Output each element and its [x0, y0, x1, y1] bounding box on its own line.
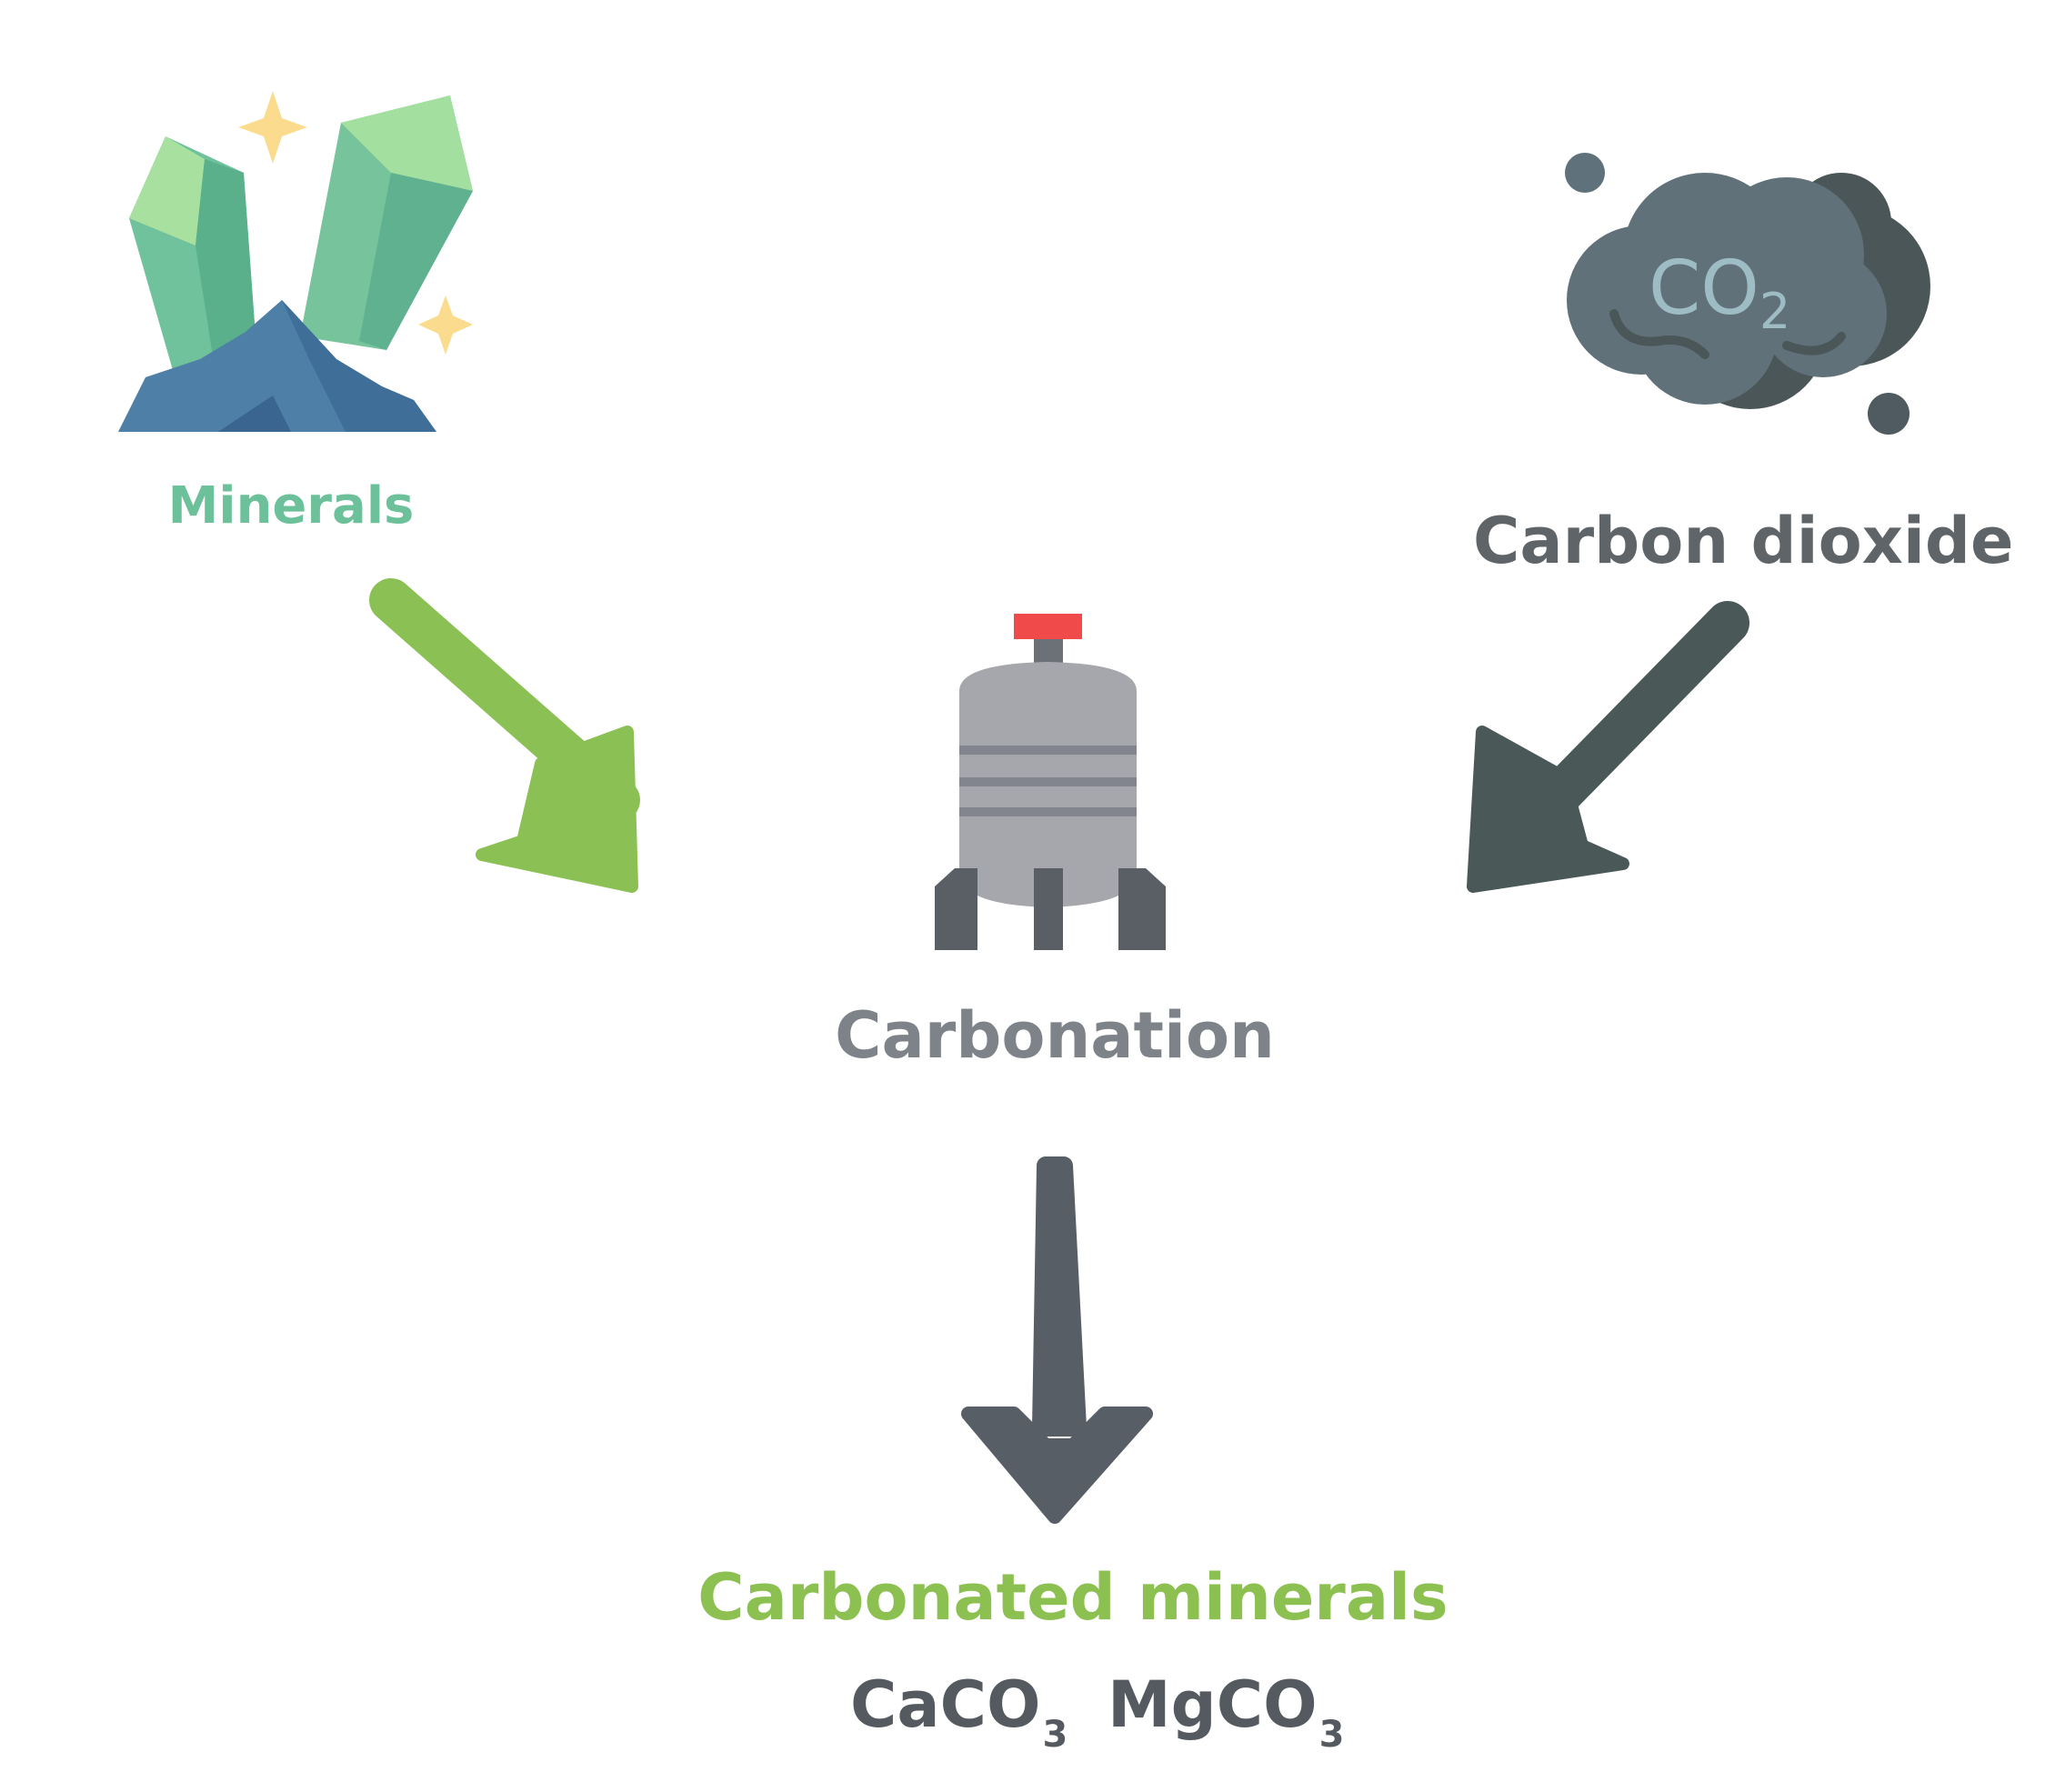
co2-arrow — [1467, 601, 1749, 893]
crystals-icon — [118, 91, 473, 432]
reactor-tank-icon — [935, 614, 1166, 950]
carbonation-label: Carbonation — [835, 998, 1275, 1073]
formula-subscript: 3 — [1042, 1714, 1068, 1756]
minerals-arrow — [369, 578, 640, 893]
minerals-label: Minerals — [167, 476, 415, 536]
carbonated-minerals-label: Carbonated minerals — [697, 1560, 1449, 1635]
co2-icon-text: CO2 — [1649, 245, 1790, 340]
carbon-dioxide-label: Carbon dioxide — [1473, 504, 2014, 578]
formula-subscript: 3 — [1318, 1714, 1345, 1756]
output-arrow — [961, 1156, 1153, 1524]
formula-mgco3: MgCO3 — [1108, 1673, 1345, 1753]
co2-cloud-icon: CO2 — [1565, 153, 1930, 435]
formula-caco3: CaCO3 — [850, 1673, 1068, 1753]
formula-main: CaCO — [850, 1667, 1041, 1742]
formula-main: MgCO — [1108, 1667, 1318, 1742]
